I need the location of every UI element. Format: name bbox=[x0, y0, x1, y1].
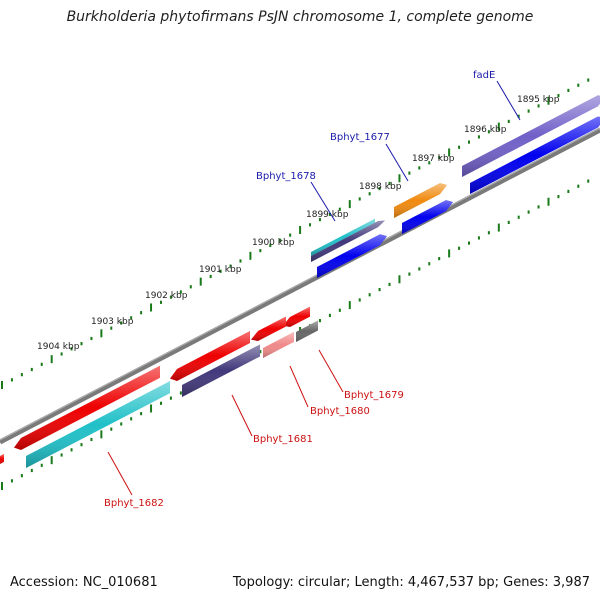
leader-line-bphyt-1680 bbox=[289, 365, 309, 408]
feature-bphyt-1681-red[interactable] bbox=[170, 331, 250, 381]
feature-bphyt-1682-cyan[interactable] bbox=[26, 381, 170, 468]
feature-bphyt-1677-orange[interactable] bbox=[394, 183, 447, 218]
feature-bphyt-1681-navy[interactable] bbox=[182, 344, 260, 397]
gene-label-bphyt-1677[interactable]: Bphyt_1677 bbox=[330, 132, 390, 143]
feature-bphyt-1678-blue[interactable] bbox=[317, 234, 387, 278]
feature-partial-red-shade bbox=[0, 453, 4, 464]
feature-fade-blue[interactable] bbox=[470, 116, 600, 194]
feature-bphyt-1678-gray[interactable] bbox=[311, 220, 385, 262]
scale-tick-label: 1896 kbp bbox=[464, 125, 507, 135]
feature-bphyt-1682-red-shade bbox=[14, 365, 160, 450]
scale-tick-label: 1900 kbp bbox=[252, 238, 295, 248]
scale-tick-row-top bbox=[1, 78, 590, 389]
gene-label-bphyt-1682[interactable]: Bphyt_1682 bbox=[104, 498, 164, 509]
scale-labels: 1895 kbp 1896 kbp 1897 kbp 1898 kbp 1899… bbox=[37, 95, 560, 352]
feature-bphyt-1681-red-shade bbox=[170, 331, 250, 381]
scale-tick-label: 1897 kbp bbox=[412, 154, 455, 164]
gene-labels: fadE Bphyt_1677 Bphyt_1678 Bphyt_1679 Bp… bbox=[104, 70, 495, 509]
feature-bphyt-1678-gray-shade bbox=[311, 220, 385, 262]
feature-bphyt-1678-cyan-shade bbox=[311, 218, 375, 256]
feature-bphyt-1680-red-shade bbox=[251, 316, 286, 341]
scale-tick-label: 1899 kbp bbox=[306, 210, 349, 220]
gene-label-bphyt-1681[interactable]: Bphyt_1681 bbox=[253, 434, 313, 445]
gene-label-bphyt-1680[interactable]: Bphyt_1680 bbox=[310, 406, 370, 417]
feature-bphyt-1679-red-shade bbox=[283, 306, 310, 327]
gene-label-bphyt-1678[interactable]: Bphyt_1678 bbox=[256, 171, 316, 182]
leader-line-bphyt-1681 bbox=[231, 394, 253, 437]
leader-line-bphyt-1679 bbox=[318, 349, 344, 393]
scale-tick-label: 1901 kbp bbox=[199, 265, 242, 275]
leader-line-bphyt-1678 bbox=[310, 181, 336, 222]
feature-bphyt-1679-gray-shade bbox=[296, 320, 318, 342]
feature-bphyt-1679-gray[interactable] bbox=[296, 320, 318, 342]
feature-bphyt-1680-pink-shade bbox=[263, 331, 294, 358]
gene-label-fadE[interactable]: fadE bbox=[473, 70, 495, 81]
feature-fade-purple-shade bbox=[462, 95, 600, 177]
feature-bphyt-1677-blue-shade bbox=[402, 200, 453, 234]
gene-label-bphyt-1679[interactable]: Bphyt_1679 bbox=[344, 390, 404, 401]
leader-line-fadE bbox=[496, 80, 521, 121]
genome-backbone bbox=[0, 127, 600, 445]
genome-summary-text: Topology: circular; Length: 4,467,537 bp… bbox=[232, 575, 590, 590]
feature-bphyt-1680-pink[interactable] bbox=[263, 331, 294, 358]
feature-bphyt-1679-red[interactable] bbox=[283, 306, 310, 327]
feature-bphyt-1680-red[interactable] bbox=[251, 316, 286, 341]
accession-text: Accession: NC_010681 bbox=[10, 575, 158, 590]
feature-fade-purple[interactable] bbox=[462, 95, 600, 177]
feature-bphyt-1682-cyan-shade bbox=[26, 381, 170, 468]
feature-bphyt-1682-red[interactable] bbox=[14, 365, 160, 450]
scale-tick-label: 1903 kbp bbox=[91, 317, 134, 327]
feature-bphyt-1678-cyan[interactable] bbox=[311, 218, 375, 256]
scale-tick-label: 1902 kbp bbox=[145, 291, 188, 301]
leader-line-bphyt-1682 bbox=[107, 451, 133, 496]
feature-bphyt-1677-orange-shade bbox=[394, 183, 447, 218]
scale-tick-label: 1898 kbp bbox=[359, 182, 402, 192]
feature-bphyt-1677-blue[interactable] bbox=[402, 200, 453, 234]
leader-line-bphyt-1677 bbox=[385, 143, 409, 182]
gene-leader-lines bbox=[107, 80, 521, 496]
feature-bphyt-1681-navy-shade bbox=[182, 344, 260, 397]
scale-tick-label: 1895 kbp bbox=[517, 95, 560, 105]
gene-features bbox=[0, 95, 600, 468]
feature-bphyt-1678-blue-shade bbox=[317, 234, 387, 278]
feature-fade-blue-shade bbox=[470, 116, 600, 194]
feature-partial-red[interactable] bbox=[0, 453, 4, 464]
genome-backbone-highlight bbox=[0, 127, 600, 441]
map-title: Burkholderia phytofirmans PsJN chromosom… bbox=[66, 9, 534, 25]
scale-tick-label: 1904 kbp bbox=[37, 342, 80, 352]
